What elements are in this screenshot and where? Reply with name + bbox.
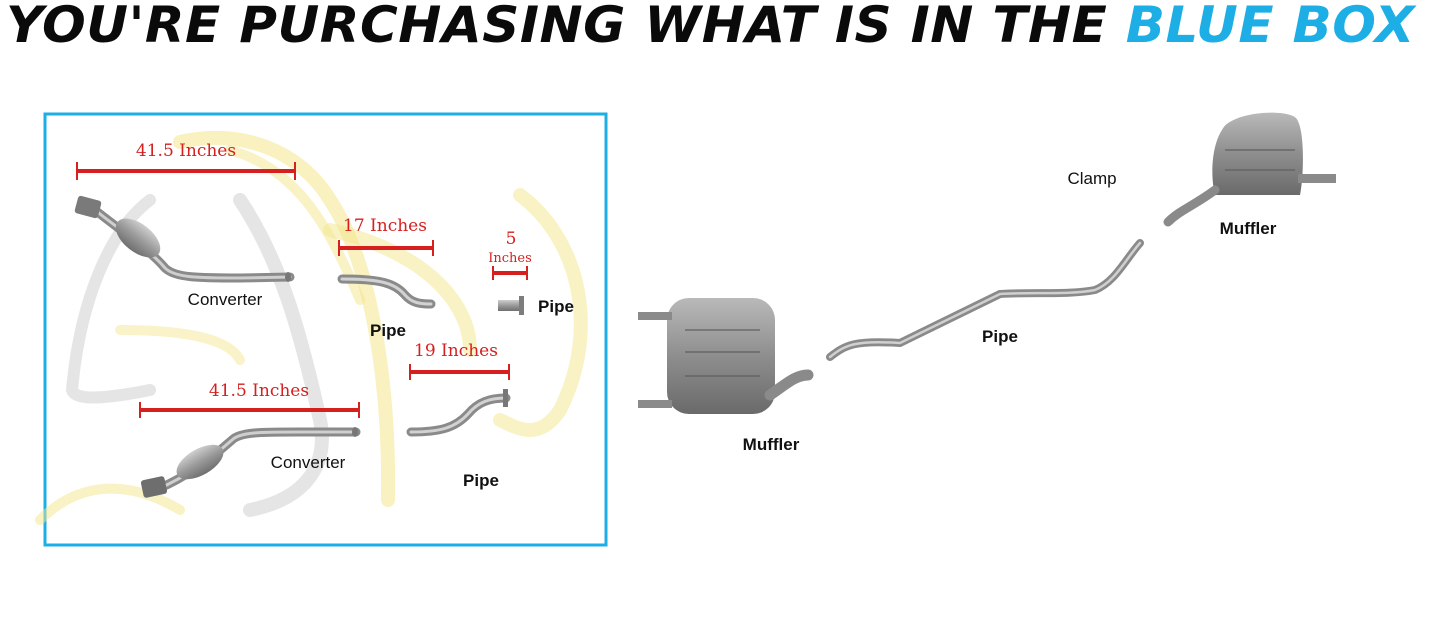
label-muffler-right: Muffler <box>1220 219 1277 238</box>
label-clamp: Clamp <box>1067 169 1116 188</box>
measure-text-pipe-17: 17 Inches <box>343 216 427 236</box>
measure-text-converter-top: 41.5 Inches <box>136 141 236 161</box>
measure-text-converter-bottom: 41.5 Inches <box>209 381 309 401</box>
measure-bar-pipe-17 <box>338 240 434 256</box>
muffler-left-part <box>638 298 814 414</box>
label-pipe-bottom: Pipe <box>463 471 499 490</box>
label-muffler-left: Muffler <box>743 435 800 454</box>
measure-text-pipe-5-unit: Inches <box>488 251 532 266</box>
measure-text-pipe-19: 19 Inches <box>414 341 498 361</box>
label-pipe-long: Pipe <box>982 327 1018 346</box>
measure-bar-converter-bottom <box>139 402 360 418</box>
label-converter-top: Converter <box>188 290 263 309</box>
headline-prefix: YOU'RE PURCHASING WHAT IS IN THE <box>6 0 1108 54</box>
pipe-5-part <box>498 296 524 315</box>
pipe-19-part <box>406 389 511 437</box>
measure-bar-pipe-19 <box>409 364 510 380</box>
long-pipe-part <box>826 239 1144 361</box>
measure-bar-pipe-5 <box>492 266 528 280</box>
converter-bottom-part <box>140 427 361 498</box>
label-pipe-short: Pipe <box>538 297 574 316</box>
pipe-17-part <box>337 274 436 309</box>
horse-watermark <box>35 130 588 525</box>
headline-highlight: BLUE BOX <box>1125 0 1415 54</box>
muffler-right-part <box>1163 112 1336 227</box>
label-pipe-middle: Pipe <box>370 321 406 340</box>
converter-top-part <box>74 195 295 283</box>
measure-text-pipe-5-number: 5 <box>506 229 517 249</box>
headline: YOU'RE PURCHASING WHAT IS IN THE BLUE BO… <box>6 0 1415 54</box>
measure-bar-converter-top <box>76 162 296 180</box>
label-converter-bottom: Converter <box>271 453 346 472</box>
